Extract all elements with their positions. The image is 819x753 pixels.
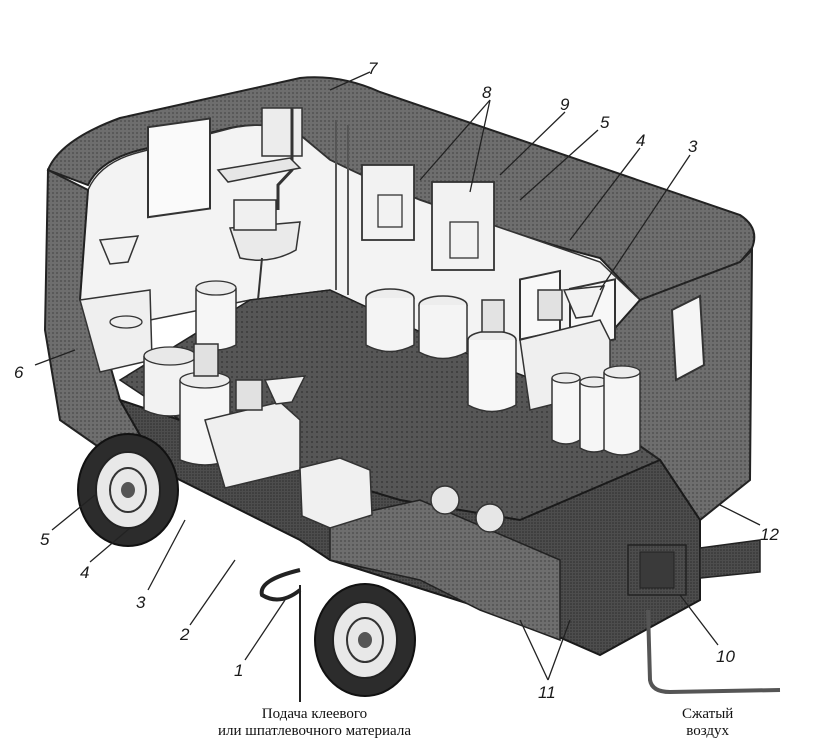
air-caption-line2: воздух bbox=[686, 723, 730, 739]
wheel-rear bbox=[77, 433, 179, 547]
window-end bbox=[670, 294, 706, 382]
motor-left bbox=[193, 343, 219, 377]
drawbar bbox=[699, 539, 761, 579]
callout-4-top: 4 bbox=[636, 131, 645, 150]
sink-drain bbox=[257, 257, 263, 301]
callout-1: 1 bbox=[234, 661, 243, 680]
callout-7: 7 bbox=[368, 59, 378, 78]
hopper-left bbox=[98, 235, 140, 265]
bowl-left bbox=[109, 315, 143, 329]
air-hose bbox=[646, 609, 781, 695]
callout-5-top: 5 bbox=[600, 113, 610, 132]
hopper-right bbox=[562, 285, 606, 319]
callout-12: 12 bbox=[760, 525, 779, 544]
tank-a-body bbox=[365, 298, 415, 353]
control-box-1-panel bbox=[377, 194, 403, 228]
pump-unit bbox=[299, 457, 373, 529]
hopper-center bbox=[263, 375, 307, 405]
callout-9: 9 bbox=[560, 95, 570, 114]
motor-right bbox=[537, 289, 563, 321]
motor-c bbox=[481, 299, 505, 333]
wall-cabinet bbox=[261, 107, 303, 157]
callout-2: 2 bbox=[179, 625, 190, 644]
leader-lines bbox=[34, 71, 761, 681]
sink-tap bbox=[233, 199, 277, 231]
callout-8: 8 bbox=[482, 83, 492, 102]
pump-wheel-b bbox=[475, 503, 505, 533]
hose-loop bbox=[259, 568, 302, 602]
callout-3-top: 3 bbox=[688, 137, 698, 156]
control-box-2 bbox=[431, 181, 495, 271]
control-box-2-panel bbox=[449, 221, 479, 259]
wheel-front bbox=[314, 583, 416, 697]
feed-caption-line2: или шпатлевочного материала bbox=[218, 723, 411, 739]
cylinder-left-1 bbox=[195, 288, 237, 351]
compressed-air-caption: Сжатый воздух bbox=[682, 706, 733, 740]
cylinder-r3 bbox=[603, 372, 641, 456]
callout-10: 10 bbox=[716, 647, 735, 666]
callout-4-bottom: 4 bbox=[80, 563, 89, 582]
machine-stand-center bbox=[204, 401, 301, 489]
feed-material-caption: Подача клеевого или шпатлевочного матери… bbox=[218, 706, 411, 740]
callout-11: 11 bbox=[538, 683, 556, 702]
tank-b-body bbox=[418, 305, 468, 360]
air-caption-line1: Сжатый bbox=[682, 706, 734, 722]
feed-caption-line1: Подача клеевого bbox=[261, 706, 368, 722]
callout-5-bottom: 5 bbox=[40, 530, 50, 549]
control-box-1 bbox=[361, 164, 415, 241]
cylinder-r1 bbox=[551, 378, 581, 445]
sink bbox=[228, 221, 301, 261]
motor-center bbox=[235, 379, 263, 411]
shelf bbox=[216, 157, 302, 183]
air-unit-grille bbox=[639, 551, 675, 589]
callout-6: 6 bbox=[14, 363, 24, 382]
window-left bbox=[147, 117, 211, 219]
pipe bbox=[276, 108, 294, 210]
pump-wheel-a bbox=[430, 485, 460, 515]
callout-3-bottom: 3 bbox=[136, 593, 146, 612]
tank-c-body bbox=[467, 340, 517, 413]
